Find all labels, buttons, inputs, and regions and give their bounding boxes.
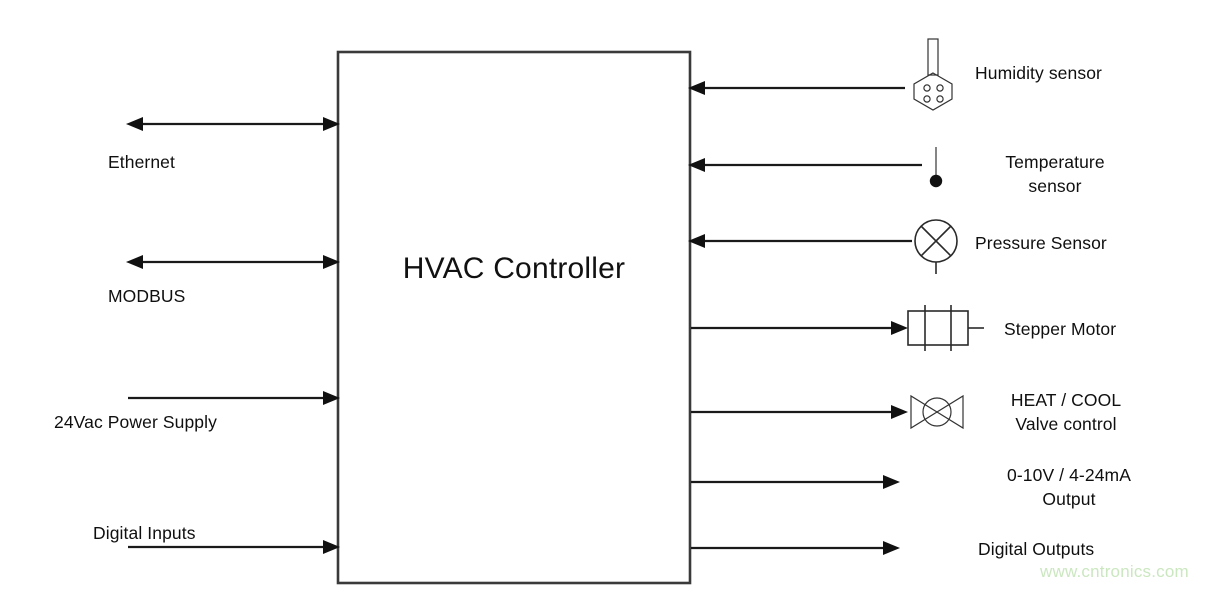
arrowhead-left-ethernet: [126, 117, 143, 131]
connector-ethernet[interactable]: [126, 117, 340, 131]
arrowhead-stepper-motor: [891, 321, 908, 335]
connector-digital-outputs[interactable]: [691, 541, 900, 555]
stepper-motor-icon: [907, 305, 984, 351]
label-modbus: MODBUS: [108, 286, 186, 306]
arrowhead-right-modbus: [323, 255, 340, 269]
watermark: www.cntronics.com: [1040, 562, 1189, 581]
arrowhead-humidity-sensor: [688, 81, 705, 95]
connector-pressure-sensor[interactable]: [688, 234, 912, 248]
arrowhead-pressure-sensor: [688, 234, 705, 248]
label-analog-output: 0-10V / 4-24mA Output: [1007, 465, 1131, 510]
arrowhead-digital-inputs: [323, 540, 340, 554]
connector-valve-control[interactable]: [691, 405, 908, 419]
valve-icon: [910, 394, 964, 430]
label-power-supply: 24Vac Power Supply: [54, 412, 217, 432]
label-pressure-sensor: Pressure Sensor: [975, 233, 1107, 253]
label-ethernet: Ethernet: [108, 152, 175, 172]
arrowhead-valve-control: [891, 405, 908, 419]
connector-digital-inputs[interactable]: [128, 540, 340, 554]
label-temperature-sensor: Temperature sensor: [1005, 152, 1105, 197]
thermometer-icon: [929, 147, 943, 188]
arrowhead-right-ethernet: [323, 117, 340, 131]
label-digital-inputs: Digital Inputs: [93, 523, 196, 543]
connector-temperature-sensor[interactable]: [688, 158, 922, 172]
arrowhead-power-supply: [323, 391, 340, 405]
controller-block[interactable]: [336, 50, 692, 585]
arrowhead-digital-outputs: [883, 541, 900, 555]
connector-power-supply[interactable]: [128, 391, 340, 405]
label-stepper-motor: Stepper Motor: [1004, 319, 1117, 339]
connector-humidity-sensor[interactable]: [688, 81, 905, 95]
connector-stepper-motor[interactable]: [691, 321, 908, 335]
connector-modbus[interactable]: [126, 255, 340, 269]
arrowhead-analog-output: [883, 475, 900, 489]
arrowhead-temperature-sensor: [688, 158, 705, 172]
pressure-sensor-icon: [914, 219, 958, 274]
humidity-sensor-icon: [913, 38, 953, 111]
connector-analog-output[interactable]: [691, 475, 900, 489]
label-digital-outputs: Digital Outputs: [978, 539, 1095, 559]
label-humidity-sensor: Humidity sensor: [975, 63, 1102, 83]
page-title: HVAC Controller: [402, 252, 626, 285]
label-valve-control: HEAT / COOL Valve control: [1010, 390, 1122, 435]
arrowhead-left-modbus: [126, 255, 143, 269]
